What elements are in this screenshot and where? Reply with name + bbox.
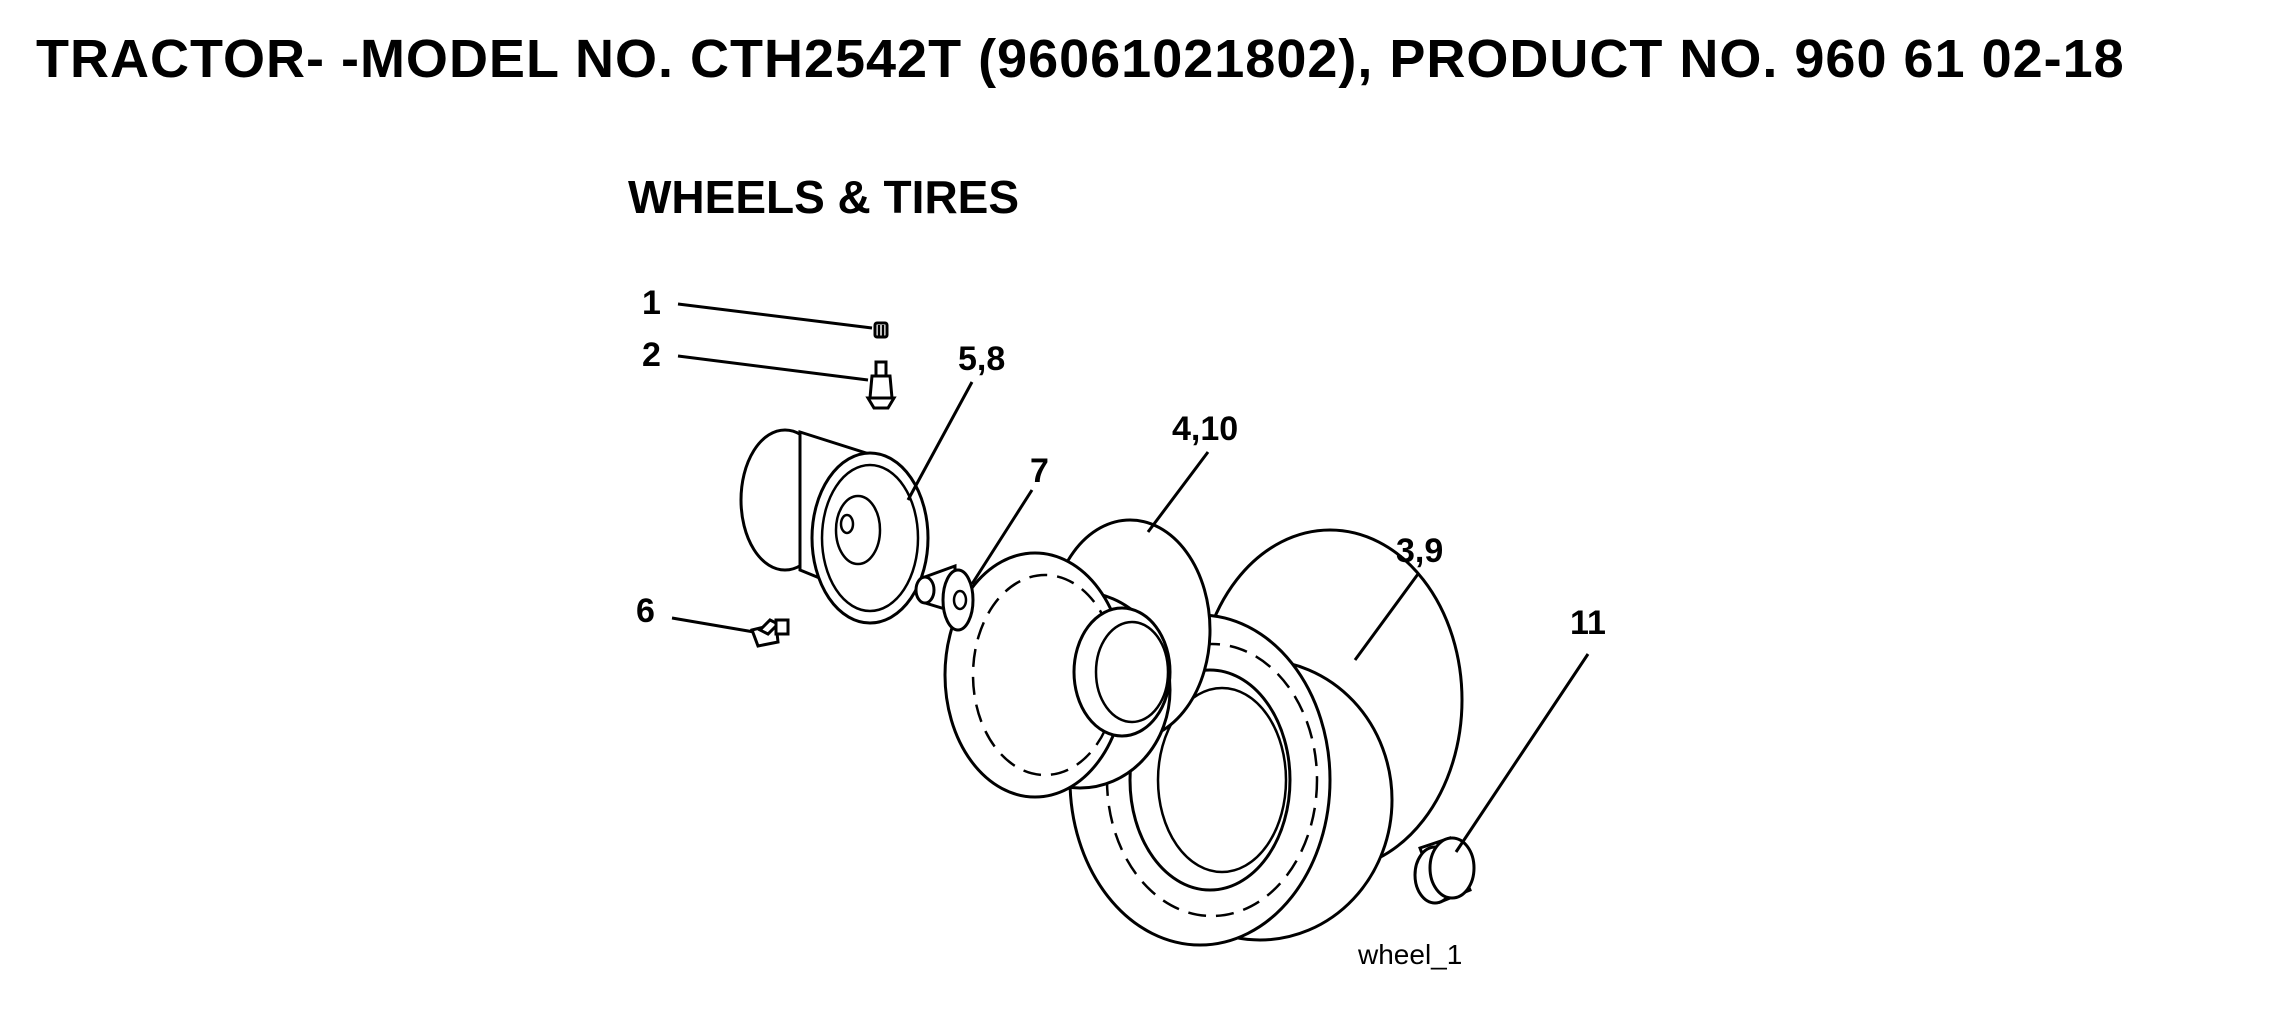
wheel-rim-icon: [739, 428, 930, 625]
figure-id: wheel_1: [1357, 939, 1462, 970]
valve-cap-icon: [873, 321, 889, 339]
callout-2: 2: [642, 336, 661, 374]
callout-6: 6: [636, 592, 655, 630]
leader-line-3-9: [1353, 573, 1420, 661]
bushing-icon: [914, 563, 975, 632]
front-tire-icon: [943, 518, 1212, 799]
leader-line-7: [970, 489, 1034, 585]
leader-line-11: [1454, 653, 1590, 853]
section-title: WHEELS & TIRES: [628, 171, 1020, 223]
leader-line-1: [677, 302, 873, 330]
leader-line-2: [677, 354, 869, 382]
callout-11: 11: [1570, 604, 1606, 642]
callout-3-9: 3,9: [1396, 532, 1443, 570]
leader-line-5-8: [906, 381, 974, 501]
leader-line-6: [671, 616, 755, 634]
bolt-icon: [750, 618, 790, 648]
callout-4-10: 4,10: [1172, 410, 1238, 448]
callout-7: 7: [1030, 452, 1049, 490]
leader-line-4-10: [1146, 451, 1210, 533]
callout-1: 1: [642, 284, 661, 322]
page-title: TRACTOR- -MODEL NO. CTH2542T (9606102180…: [36, 29, 2125, 89]
callout-5-8: 5,8: [958, 340, 1005, 378]
hub-cap-icon: [1413, 836, 1476, 905]
valve-stem-icon: [865, 360, 897, 410]
